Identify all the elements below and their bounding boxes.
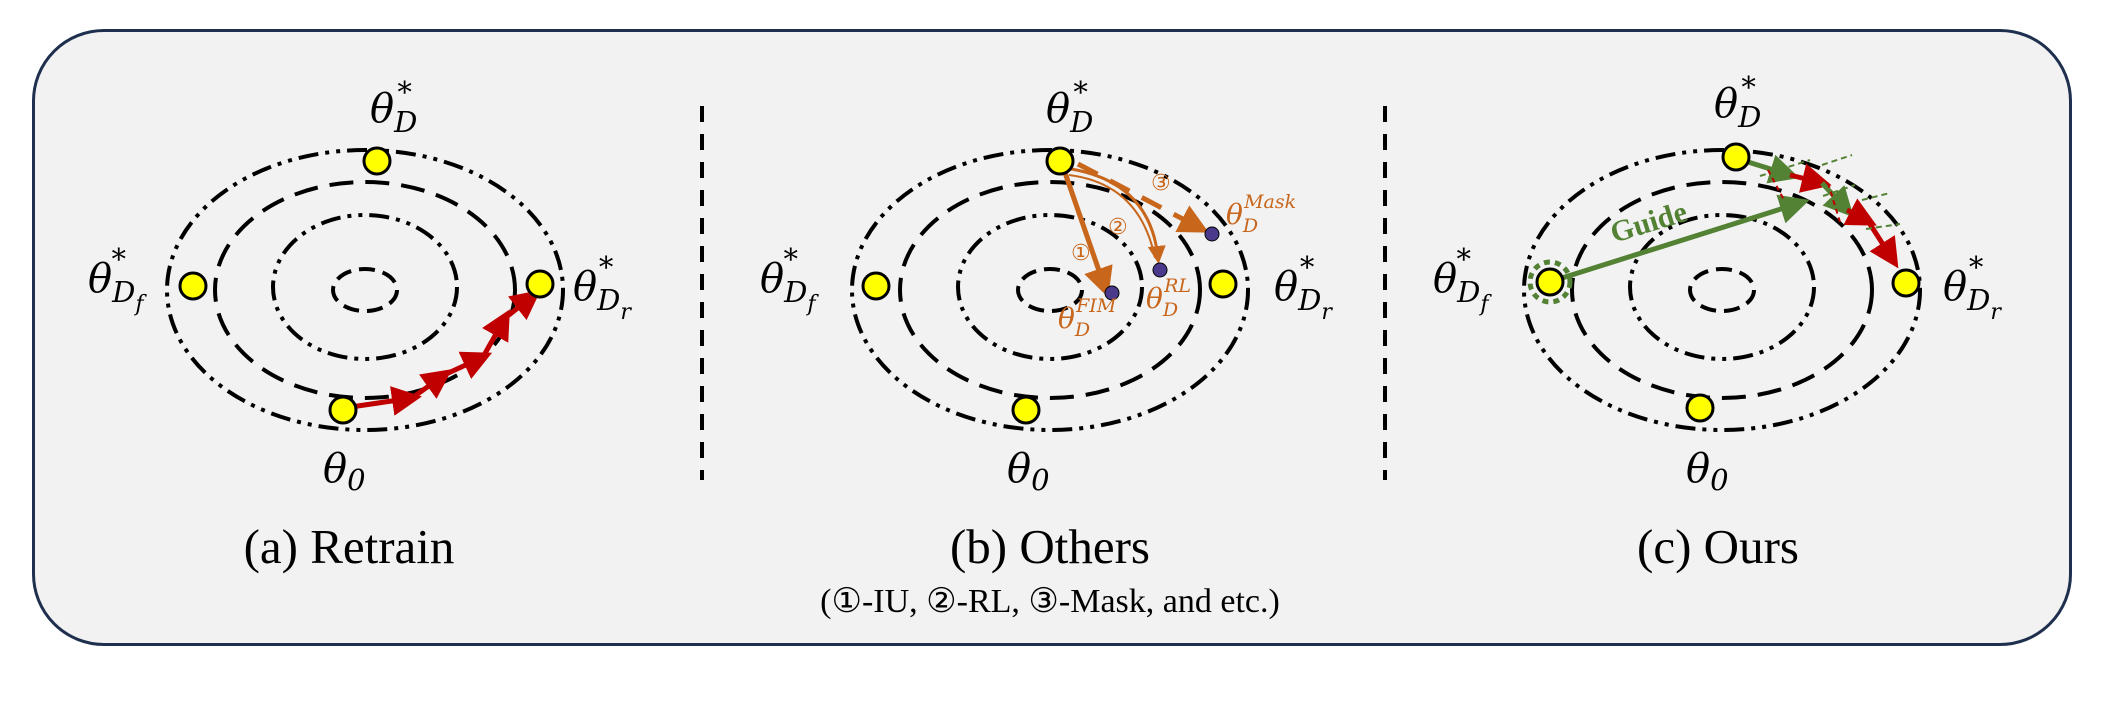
panel-retrain: θD* θDf* θDr* θ0 (a) Retrain: [88, 75, 632, 574]
contour-rings: [1522, 148, 1922, 432]
label-theta-f: θDf*: [760, 242, 819, 317]
circle-label-1: ①: [1071, 241, 1091, 266]
label-theta-0: θ0: [1007, 446, 1050, 497]
others-paths: [1059, 161, 1209, 298]
node-theta-r: [1208, 269, 1238, 299]
node-theta-0: [328, 395, 358, 425]
label-theta-mask: θDMask: [1226, 191, 1296, 237]
contour-rings: [165, 148, 565, 432]
node-theta-f: [861, 271, 891, 301]
start-highlight: [1527, 259, 1573, 305]
target-mask: [1204, 226, 1220, 242]
target-rl: [1152, 262, 1168, 278]
node-theta-r: [525, 269, 555, 299]
guide-arrow: [1561, 194, 1810, 281]
figure-frame: [32, 29, 2072, 646]
label-theta-r: θDr*: [573, 250, 632, 325]
ours-path: [1747, 154, 1901, 269]
node-theta-d: [362, 146, 392, 176]
label-theta-d: θD*: [370, 75, 417, 139]
label-theta-d: θD*: [1046, 75, 1093, 139]
contour-rings: [850, 148, 1250, 432]
panel-others: ① ② ③ θDFIM θDRL θDMask θD* θDf* θDr* θ0…: [760, 75, 1333, 620]
label-theta-d: θD*: [1714, 70, 1761, 134]
node-theta-0: [1685, 393, 1715, 423]
label-theta-0: θ0: [1686, 446, 1729, 497]
label-theta-0: θ0: [323, 446, 366, 497]
node-theta-r: [1891, 268, 1921, 298]
caption-retrain: (a) Retrain: [244, 519, 455, 574]
label-theta-fim: θDFIM: [1058, 295, 1117, 341]
label-theta-f: θDf*: [1433, 242, 1492, 317]
label-theta-rl: θDRL: [1146, 275, 1191, 321]
label-theta-r: θDr*: [1943, 250, 2002, 325]
circle-label-2: ②: [1108, 215, 1128, 240]
caption-others: (b) Others: [950, 519, 1150, 574]
retrain-path: [343, 289, 541, 416]
node-theta-d: [1045, 146, 1075, 176]
caption-ours: (c) Ours: [1637, 519, 1799, 574]
label-theta-f: θDf*: [88, 242, 147, 317]
circle-label-3: ③: [1151, 171, 1171, 196]
panel-ours: Guide θD* θDf* θDr* θ0 (c) Ours: [1433, 70, 2002, 574]
target-fim: [1104, 285, 1120, 301]
node-theta-0: [1011, 395, 1041, 425]
node-theta-f: [178, 271, 208, 301]
node-theta-f: [1535, 267, 1565, 297]
node-theta-d: [1721, 142, 1751, 172]
caption-note: (①-IU, ②-RL, ③-Mask, and etc.): [820, 583, 1280, 620]
label-theta-r: θDr*: [1274, 250, 1333, 325]
